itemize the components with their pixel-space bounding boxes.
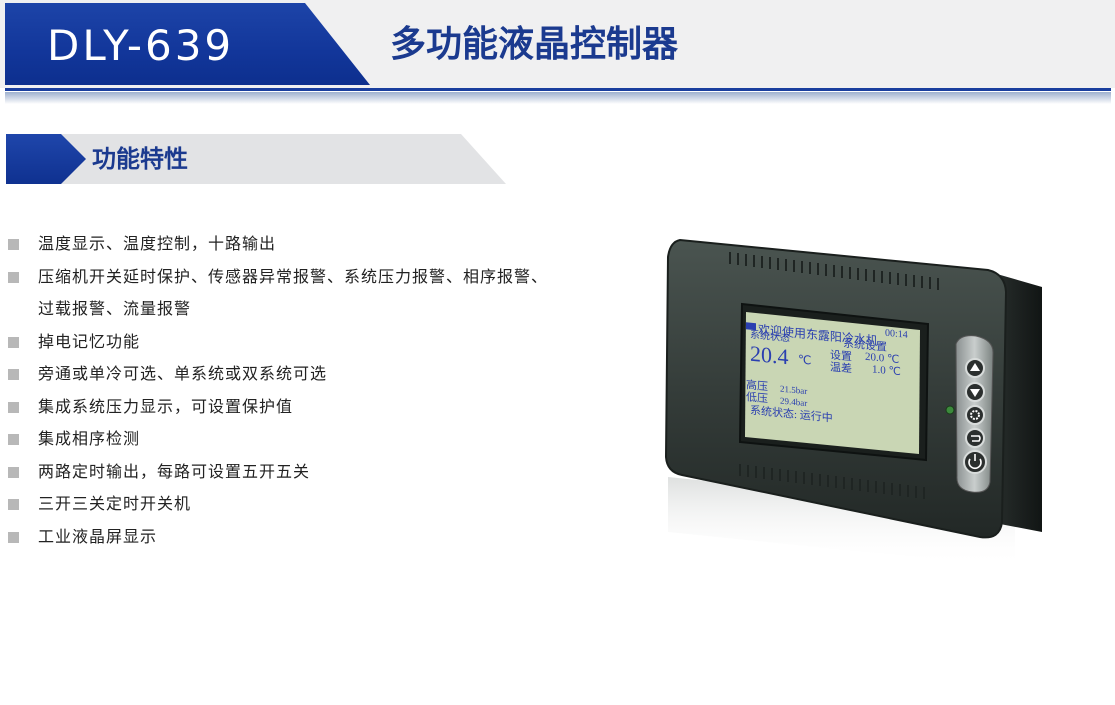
square-bullet-icon xyxy=(8,531,19,543)
feature-item: 集成相序检测 xyxy=(8,423,628,456)
header-shadow xyxy=(5,92,1111,104)
square-bullet-icon xyxy=(8,239,19,250)
lcd-set-label: 设置 xyxy=(830,348,852,363)
device-reflection xyxy=(668,477,1015,567)
status-led-icon xyxy=(945,405,955,415)
lcd-status-label: 系统状态 xyxy=(750,328,790,345)
triangle-down-icon xyxy=(970,389,980,397)
square-bullet-icon xyxy=(8,369,19,380)
feature-item: 掉电记忆功能 xyxy=(8,326,628,359)
square-bullet-icon xyxy=(8,336,19,348)
feature-item: 旁通或单冷可选、单系统或双系统可选 xyxy=(8,358,628,391)
lcd-set-value: 20.0 ℃ xyxy=(865,351,899,366)
bottom-vent xyxy=(739,464,925,499)
lcd-high-pressure-label: 高压 xyxy=(746,377,768,393)
square-bullet-icon xyxy=(8,499,19,510)
lcd-low-pressure-value: 29.4bar xyxy=(780,396,807,409)
model-number: DLY-639 xyxy=(47,21,235,70)
feature-item: 三开三关定时开关机 xyxy=(8,488,628,521)
lcd-screen xyxy=(745,312,920,454)
square-bullet-icon xyxy=(8,271,19,283)
feature-item: 集成系统压力显示，可设置保护值 xyxy=(8,391,628,424)
section-header: 功能特性 xyxy=(6,134,506,184)
lcd-time: 00:14 xyxy=(885,328,908,341)
controller-device-image: 欢迎使用东露阳冷水机 00:14 系统状态 20.4 ℃ 系统设置 设置 20.… xyxy=(664,238,1042,567)
feature-item: 压缩机开关延时保护、传感器异常报警、系统压力报警、相序报警、过载报警、流量报警 xyxy=(8,261,558,326)
gear-icon xyxy=(970,410,980,420)
square-bullet-icon xyxy=(8,401,19,413)
lcd-temperature: 20.4 xyxy=(750,341,789,370)
page-header: DLY-639 多功能液晶控制器 xyxy=(0,0,1115,105)
product-title: 多功能液晶控制器 xyxy=(390,24,679,65)
lcd-temp-unit: ℃ xyxy=(798,352,811,367)
square-bullet-icon xyxy=(8,466,19,478)
feature-list: 温度显示、温度控制，十路输出 压缩机开关延时保护、传感器异常报警、系统压力报警、… xyxy=(8,228,628,553)
model-banner: DLY-639 xyxy=(5,3,370,85)
power-icon xyxy=(968,458,982,470)
feature-item: 温度显示、温度控制，十路输出 xyxy=(8,228,628,261)
power-button[interactable] xyxy=(963,450,987,474)
lcd-settings-label: 系统设置 xyxy=(843,337,887,354)
lcd-low-pressure-label: 低压 xyxy=(746,390,768,405)
up-button[interactable] xyxy=(965,358,985,378)
section-background xyxy=(6,134,506,184)
down-button[interactable] xyxy=(965,382,985,402)
feature-item: 工业液晶屏显示 xyxy=(8,521,628,554)
settings-button[interactable] xyxy=(965,405,985,425)
back-button[interactable] xyxy=(965,428,985,448)
lcd-high-pressure-value: 21.5bar xyxy=(780,384,807,397)
return-icon xyxy=(971,435,981,442)
header-divider xyxy=(5,88,1111,91)
lcd-diff-value: 1.0 ℃ xyxy=(872,363,901,378)
top-vent xyxy=(729,252,939,290)
square-bullet-icon xyxy=(8,434,19,445)
triangle-up-icon xyxy=(970,363,980,371)
lcd-logo-icon xyxy=(746,322,756,331)
section-title: 功能特性 xyxy=(92,145,188,173)
lcd-diff-label: 温差 xyxy=(830,359,852,375)
feature-item: 两路定时输出，每路可设置五开五关 xyxy=(8,456,628,489)
